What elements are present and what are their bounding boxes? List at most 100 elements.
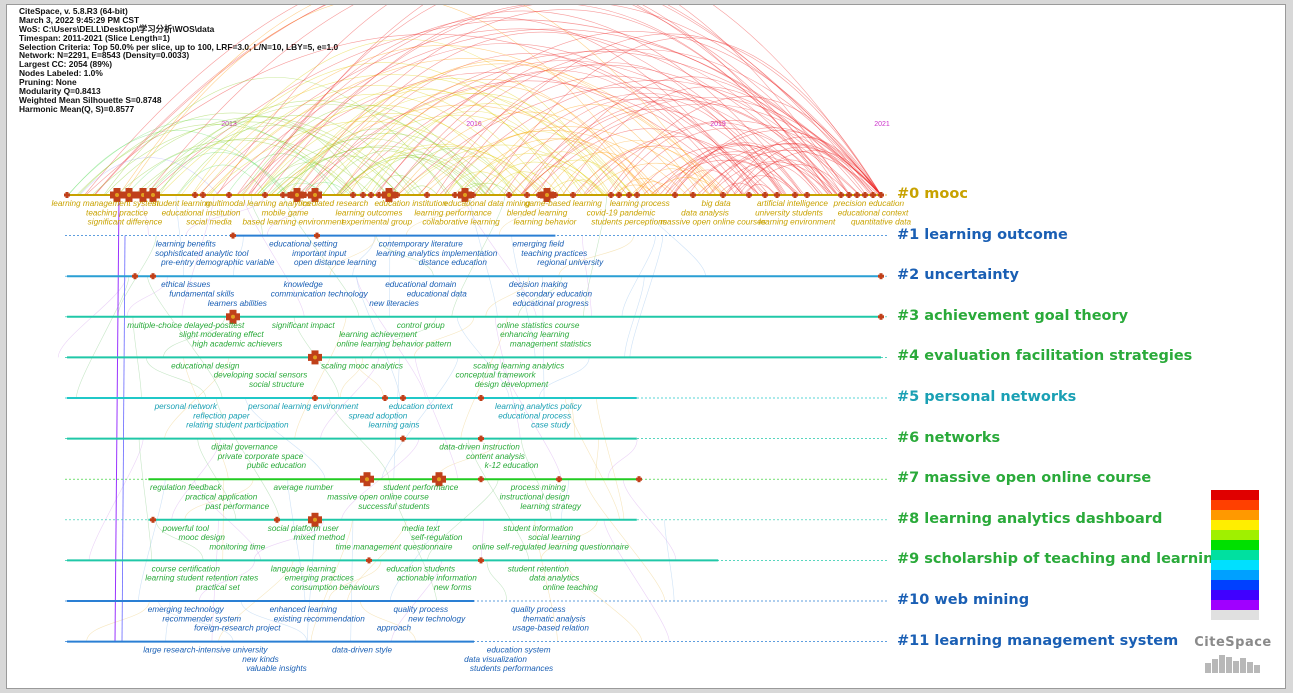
- node-marker[interactable]: [227, 192, 231, 198]
- link-curve: [413, 316, 475, 358]
- node-marker[interactable]: [361, 192, 365, 198]
- node-marker[interactable]: [805, 192, 809, 198]
- cluster-term: large research-intensive university: [143, 646, 268, 655]
- node-marker[interactable]: [525, 192, 529, 198]
- cluster-label[interactable]: #1 learning outcome: [895, 226, 1070, 243]
- cluster-term: quality process: [393, 605, 448, 614]
- node-marker[interactable]: [287, 192, 291, 198]
- link-curve: [340, 357, 364, 399]
- node-marker[interactable]: [425, 192, 429, 198]
- node-marker[interactable]: [281, 192, 285, 198]
- node-marker[interactable]: [617, 192, 621, 198]
- cluster-label[interactable]: #11 learning management system: [895, 632, 1181, 649]
- node-marker[interactable]: [133, 192, 137, 198]
- node-marker[interactable]: [453, 192, 457, 198]
- node-marker[interactable]: [151, 273, 155, 280]
- node-marker[interactable]: [479, 557, 483, 564]
- node-marker[interactable]: [879, 313, 883, 320]
- node-marker[interactable]: [263, 192, 267, 198]
- citation-arc: [483, 138, 650, 196]
- cluster-label[interactable]: #3 achievement goal theory: [895, 307, 1131, 324]
- node-marker[interactable]: [691, 192, 695, 198]
- node-marker[interactable]: [855, 192, 859, 198]
- node-marker[interactable]: [871, 192, 875, 198]
- node-marker[interactable]: [571, 192, 575, 198]
- node-marker[interactable]: [231, 232, 235, 239]
- node-marker[interactable]: [303, 192, 307, 198]
- cluster-term: existing recommendation: [274, 614, 365, 623]
- node-marker[interactable]: [537, 192, 541, 198]
- node-marker[interactable]: [635, 192, 639, 198]
- node-marker[interactable]: [775, 192, 779, 198]
- node-marker[interactable]: [839, 192, 843, 198]
- cluster-label[interactable]: #9 scholarship of teaching and learning: [895, 551, 1226, 568]
- node-marker[interactable]: [151, 516, 155, 523]
- node-marker[interactable]: [879, 192, 883, 198]
- cluster-label[interactable]: #8 learning analytics dashboard: [895, 510, 1165, 527]
- node-marker[interactable]: [369, 192, 373, 198]
- node-marker[interactable]: [479, 435, 483, 442]
- node-marker[interactable]: [479, 476, 483, 483]
- cluster-label[interactable]: #2 uncertainty: [895, 267, 1021, 284]
- node-marker[interactable]: [377, 192, 381, 198]
- node-marker[interactable]: [553, 192, 557, 198]
- node-marker[interactable]: [609, 192, 613, 198]
- citation-arc: [250, 5, 882, 196]
- node-marker[interactable]: [557, 476, 561, 483]
- node-marker[interactable]: [401, 435, 405, 442]
- node-marker[interactable]: [395, 192, 399, 198]
- node-marker[interactable]: [383, 395, 387, 401]
- node-marker[interactable]: [763, 192, 767, 198]
- node-marker[interactable]: [313, 395, 317, 401]
- node-marker[interactable]: [471, 192, 475, 198]
- node-marker[interactable]: [793, 192, 797, 198]
- citation-arc: [562, 86, 851, 196]
- node-marker[interactable]: [863, 192, 867, 198]
- cluster-label[interactable]: #5 personal networks: [895, 389, 1079, 405]
- cluster-term: education institution: [374, 199, 447, 208]
- node-marker[interactable]: [847, 192, 851, 198]
- node-marker[interactable]: [315, 232, 319, 239]
- node-marker[interactable]: [747, 192, 751, 198]
- cluster-term: important input: [292, 249, 347, 258]
- legend-swatch: [1211, 570, 1259, 581]
- node-marker[interactable]: [193, 192, 197, 198]
- node-marker[interactable]: [627, 192, 631, 198]
- node-marker[interactable]: [879, 273, 883, 280]
- link-curve: [494, 316, 521, 439]
- node-marker[interactable]: [401, 395, 405, 401]
- node-marker[interactable]: [201, 192, 205, 198]
- cluster-label[interactable]: #6 networks: [895, 429, 1003, 446]
- cluster-label[interactable]: #0 mooc: [895, 186, 970, 202]
- node-marker[interactable]: [133, 273, 137, 280]
- cluster-label[interactable]: #10 web mining: [895, 592, 1032, 608]
- node-marker[interactable]: [275, 516, 279, 523]
- cluster-label[interactable]: #7 massive open online course: [895, 470, 1154, 487]
- node-marker[interactable]: [367, 557, 371, 564]
- link-curve: [183, 357, 229, 480]
- node-marker[interactable]: [479, 395, 483, 401]
- citation-arc: [240, 104, 487, 196]
- node-marker[interactable]: [721, 192, 725, 198]
- cluster-term: management statistics: [510, 339, 591, 348]
- node-marker[interactable]: [507, 192, 511, 198]
- node-marker[interactable]: [65, 192, 69, 198]
- cluster-label[interactable]: #4 evaluation facilitation strategies: [895, 348, 1195, 365]
- link-curve: [242, 194, 305, 317]
- node-marker[interactable]: [673, 192, 677, 198]
- node-marker[interactable]: [637, 476, 641, 483]
- node-marker[interactable]: [351, 192, 355, 198]
